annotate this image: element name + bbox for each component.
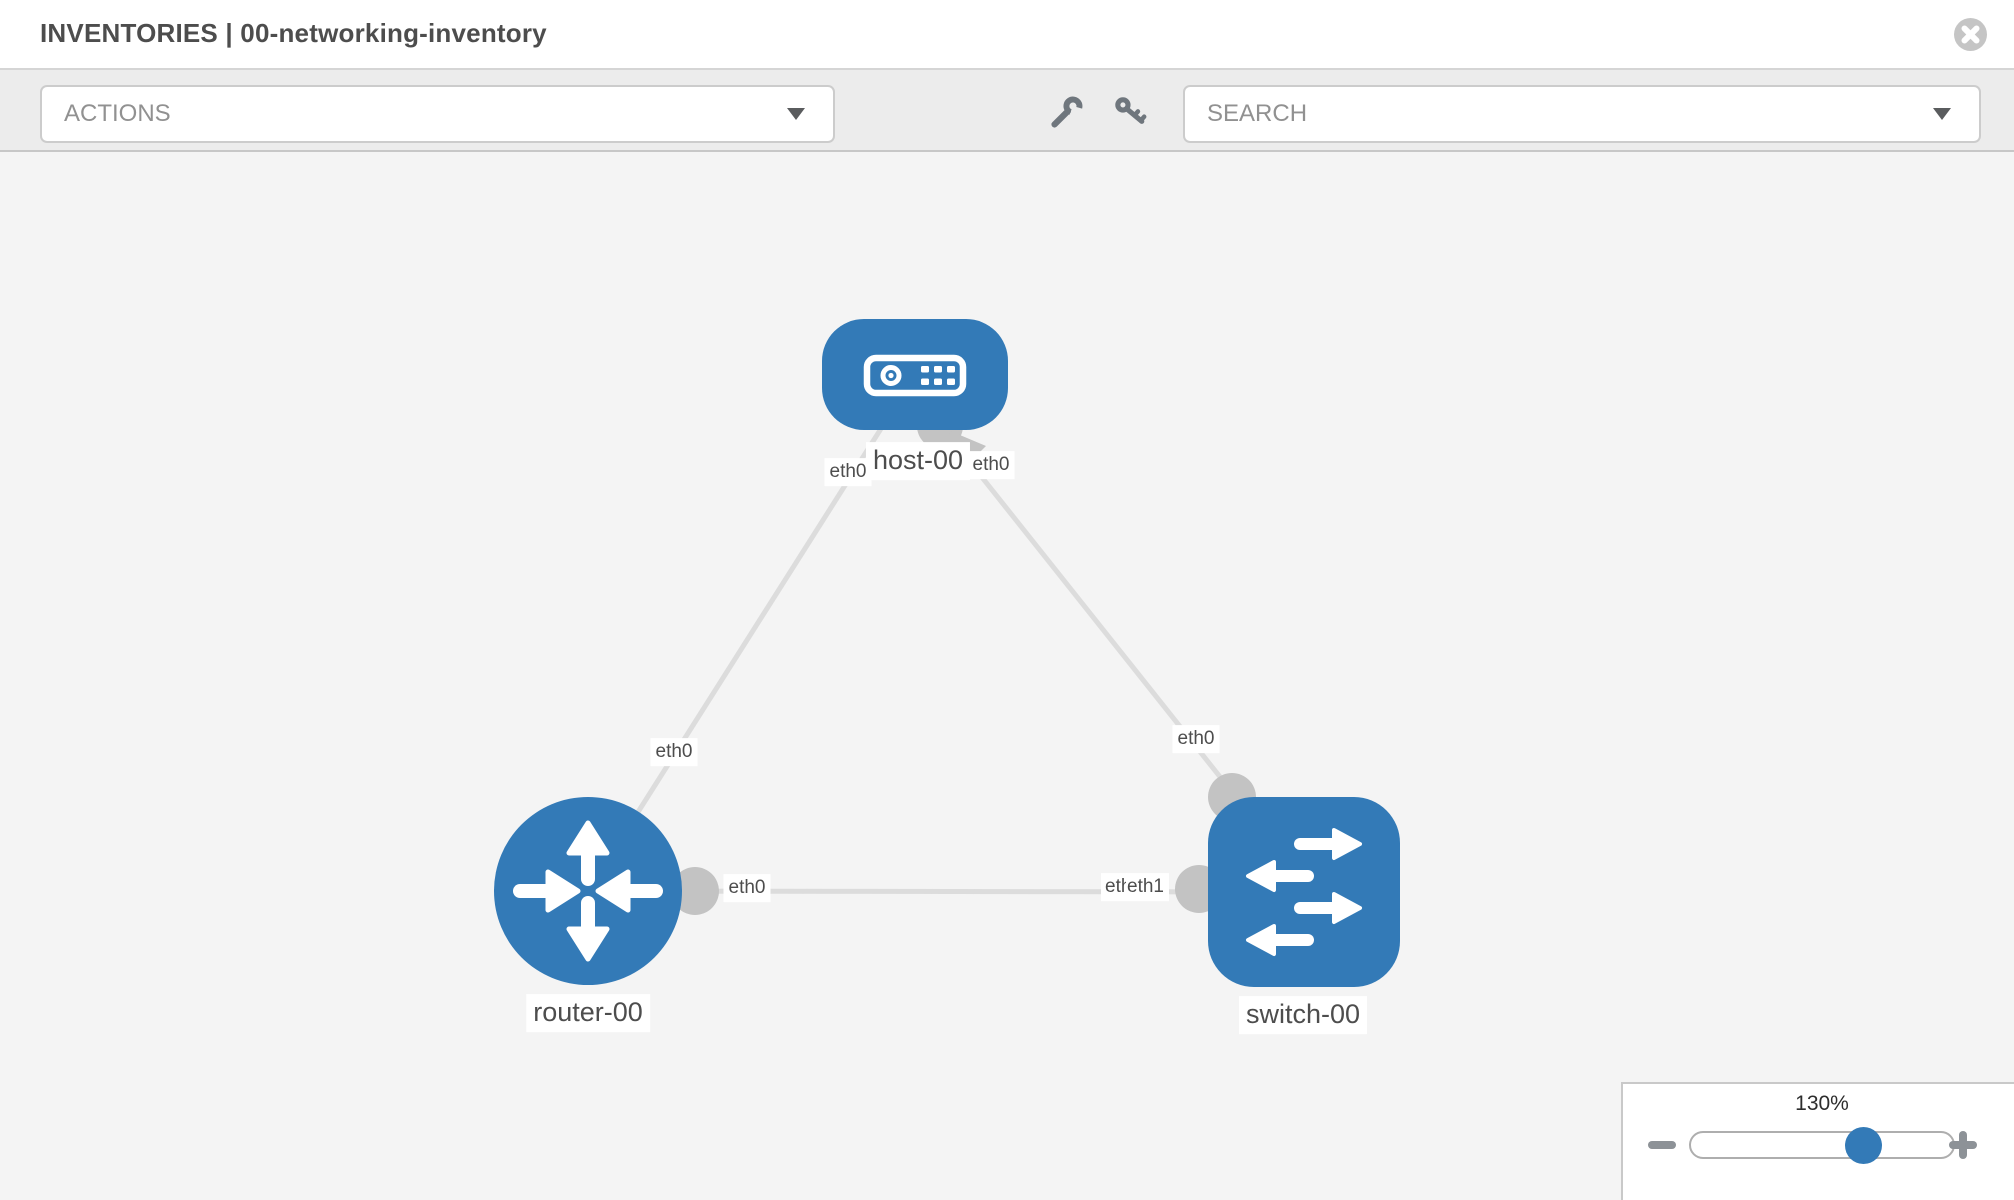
page-title: INVENTORIES | 00-networking-inventory xyxy=(40,18,547,48)
node-label-router-00: router-00 xyxy=(526,994,650,1032)
panel-header: INVENTORIES | 00-networking-inventory xyxy=(0,0,2014,70)
interface-label: eth0 xyxy=(1101,873,1127,901)
node-label-host-00: host-00 xyxy=(865,442,971,480)
zoom-slider-track[interactable] xyxy=(1689,1131,1955,1159)
actions-dropdown[interactable]: ACTIONS xyxy=(40,85,835,143)
node-label-switch-00: switch-00 xyxy=(1238,996,1368,1034)
search-dropdown-label: SEARCH xyxy=(1207,100,1308,127)
configure-button[interactable] xyxy=(1050,95,1084,129)
toolbar: ACTIONS SEARCH xyxy=(0,70,2014,152)
search-dropdown[interactable]: SEARCH xyxy=(1183,85,1981,143)
node-host-00[interactable] xyxy=(822,319,1008,430)
interface-label: eth1 xyxy=(1126,873,1169,901)
chevron-down-icon xyxy=(787,108,805,120)
interface-label: eth0 xyxy=(723,874,771,902)
interface-label: eth0 xyxy=(824,458,872,486)
wrench-icon xyxy=(1051,96,1083,128)
interface-label-overlap: eth0 eth1 xyxy=(1101,873,1169,901)
key-icon xyxy=(1115,97,1147,124)
zoom-control-panel: 130% xyxy=(1621,1082,2014,1200)
interface-label: eth0 xyxy=(650,738,698,766)
interface-endpoint xyxy=(671,867,719,915)
interface-label: eth0 xyxy=(1172,725,1220,753)
node-router-00[interactable] xyxy=(494,797,682,985)
zoom-slider-handle[interactable] xyxy=(1845,1127,1882,1164)
x-circle-icon xyxy=(1954,18,1987,51)
switch-arrows-icon xyxy=(1246,828,1362,956)
zoom-level: 130% xyxy=(1795,1092,1849,1115)
topology-canvas[interactable]: eth0 eth0 eth0 eth0 eth0 eth0 eth1 host-… xyxy=(0,152,2014,1200)
actions-dropdown-label: ACTIONS xyxy=(64,100,171,127)
server-icon xyxy=(863,354,967,397)
zoom-in-button[interactable] xyxy=(1949,1131,1977,1159)
credentials-button[interactable] xyxy=(1113,95,1147,129)
close-button[interactable] xyxy=(1954,18,1987,51)
zoom-out-button[interactable] xyxy=(1648,1141,1676,1149)
router-arrows-icon xyxy=(513,820,663,962)
node-switch-00[interactable] xyxy=(1208,797,1400,987)
interface-label: eth0 xyxy=(967,451,1015,479)
chevron-down-icon xyxy=(1933,108,1951,120)
